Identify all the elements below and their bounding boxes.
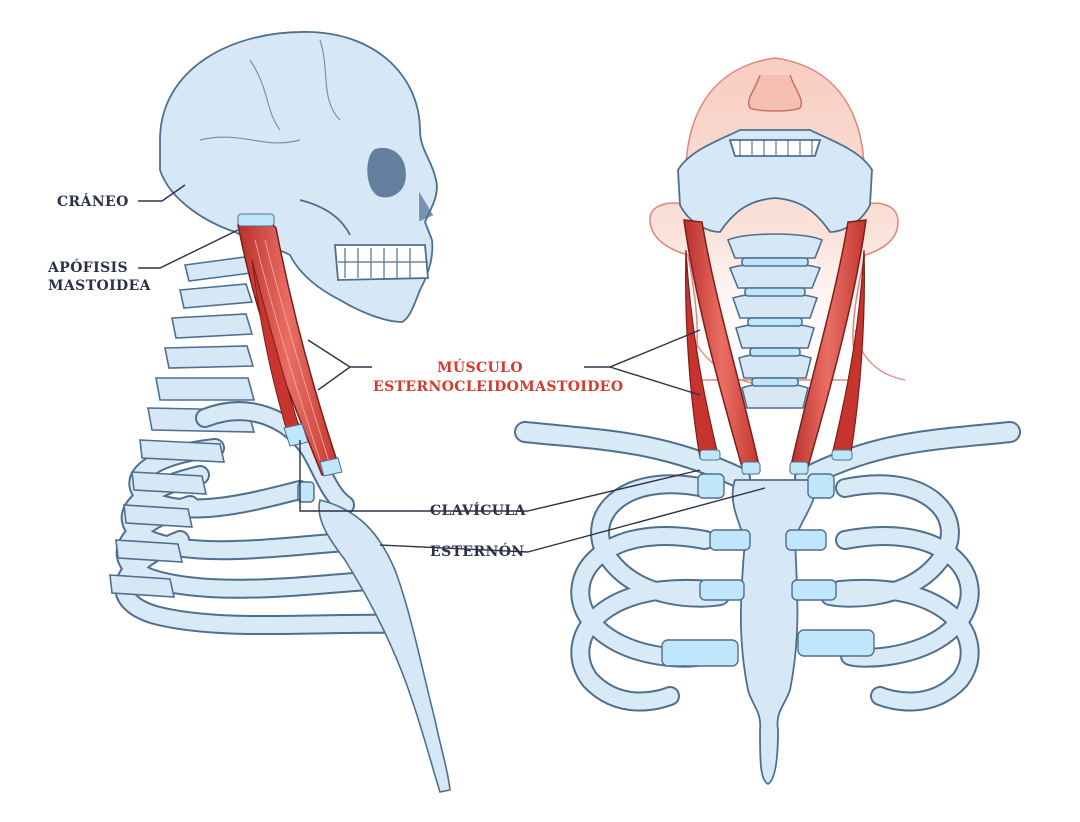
leader-clavicula (299, 440, 701, 512)
lateral-view (109, 31, 451, 793)
lateral-sternum (318, 499, 451, 793)
leader-craneo (138, 184, 186, 202)
leader-musculo-right (584, 329, 701, 396)
leader-apofisis (138, 229, 239, 269)
label-apofisis-line2: MASTOIDEA (48, 278, 151, 294)
label-musculo-line1: MÚSCULO (437, 360, 524, 376)
anterior-scm-muscles (683, 219, 867, 475)
lateral-skull (159, 31, 438, 323)
label-craneo: CRÁNEO (57, 194, 129, 210)
lateral-scm-muscle (237, 213, 343, 477)
mandible (677, 129, 873, 233)
anterior-costal-cartilage (661, 473, 875, 667)
leader-musculo-left (307, 339, 372, 391)
anterior-ribs (570, 474, 980, 712)
label-apofisis-line1: APÓFISIS (48, 260, 129, 276)
label-esternon: ESTERNÓN (430, 544, 525, 560)
leader-lines (138, 184, 766, 553)
anterior-view (514, 57, 1021, 786)
label-musculo-line2: ESTERNOCLEIDOMASTOIDEO (373, 379, 624, 395)
label-clavicula: CLAVÍCULA (430, 503, 526, 519)
leader-esternon (379, 487, 766, 553)
anterior-clavicles (514, 421, 1021, 489)
anterior-cervical-spine (726, 233, 824, 409)
